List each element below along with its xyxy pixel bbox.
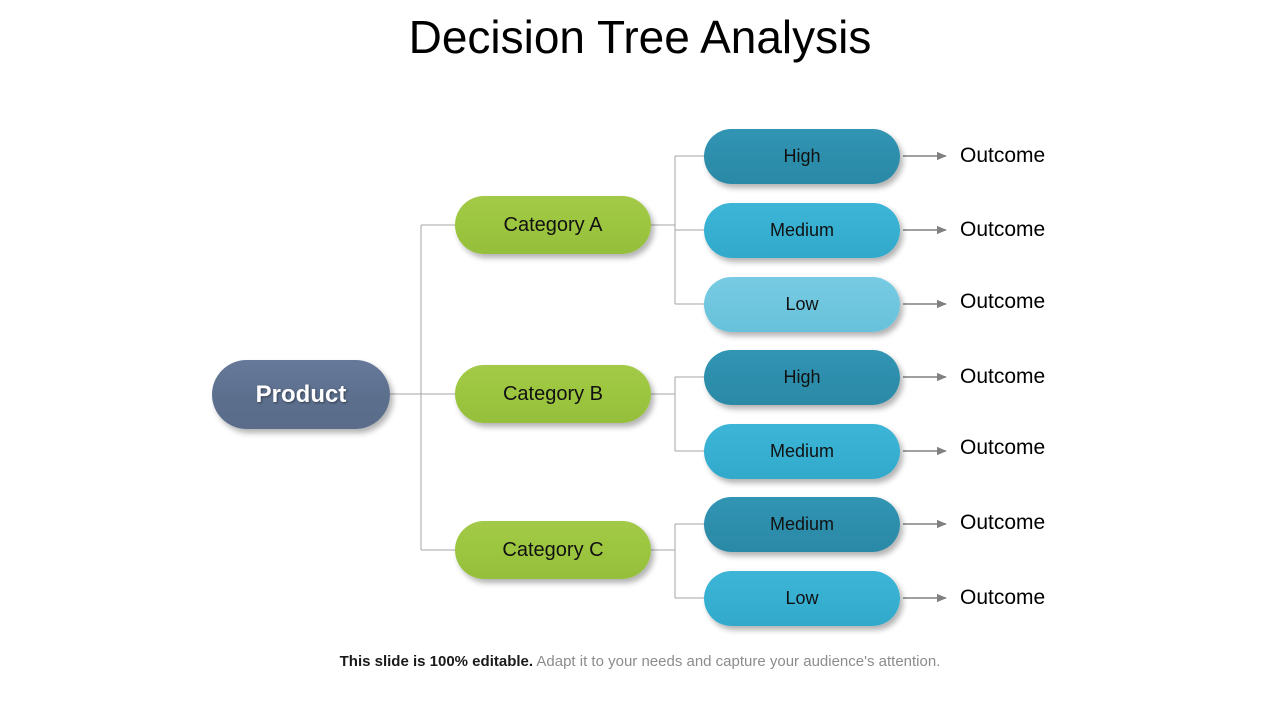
- node-a-low-label: Low: [785, 294, 819, 314]
- footer-caption-rest: Adapt it to your needs and capture your …: [533, 653, 941, 670]
- node-category-a[interactable]: Category A: [455, 196, 651, 254]
- outcome-label-2: Outcome: [960, 218, 1046, 241]
- node-category-b-label: Category B: [502, 382, 604, 405]
- outcome-label-1: Outcome: [960, 144, 1046, 167]
- footer-caption: This slide is 100% editable. Adapt it to…: [0, 652, 1280, 672]
- outcome-label-6: Outcome: [960, 511, 1046, 534]
- node-c-medium[interactable]: Medium: [704, 497, 900, 552]
- node-a-low[interactable]: Low: [704, 277, 900, 332]
- node-a-medium-label: Medium: [769, 220, 835, 240]
- node-b-high[interactable]: High: [704, 350, 900, 405]
- node-category-b[interactable]: Category B: [455, 365, 651, 423]
- node-a-medium[interactable]: Medium: [704, 203, 900, 258]
- outcome-label-3: Outcome: [960, 290, 1046, 313]
- page-title: Decision Tree Analysis: [408, 11, 872, 63]
- node-category-c-label: Category C: [502, 538, 604, 561]
- node-b-medium-label: Medium: [769, 441, 835, 461]
- node-c-low[interactable]: Low: [704, 571, 900, 626]
- node-b-high-label: High: [783, 367, 821, 387]
- outcome-label-5: Outcome: [960, 436, 1046, 459]
- node-category-a-label: Category A: [503, 213, 603, 236]
- node-c-low-label: Low: [785, 588, 819, 608]
- node-product-label: Product: [255, 380, 347, 408]
- node-product[interactable]: Product: [212, 360, 390, 429]
- outcome-label-4: Outcome: [960, 365, 1046, 388]
- node-c-medium-label: Medium: [769, 514, 835, 534]
- node-a-high[interactable]: High: [704, 129, 900, 184]
- footer-caption-bold: This slide is 100% editable.: [339, 653, 534, 670]
- node-b-medium[interactable]: Medium: [704, 424, 900, 479]
- outcome-label-7: Outcome: [960, 586, 1046, 609]
- node-category-c[interactable]: Category C: [455, 521, 651, 579]
- node-a-high-label: High: [783, 146, 821, 166]
